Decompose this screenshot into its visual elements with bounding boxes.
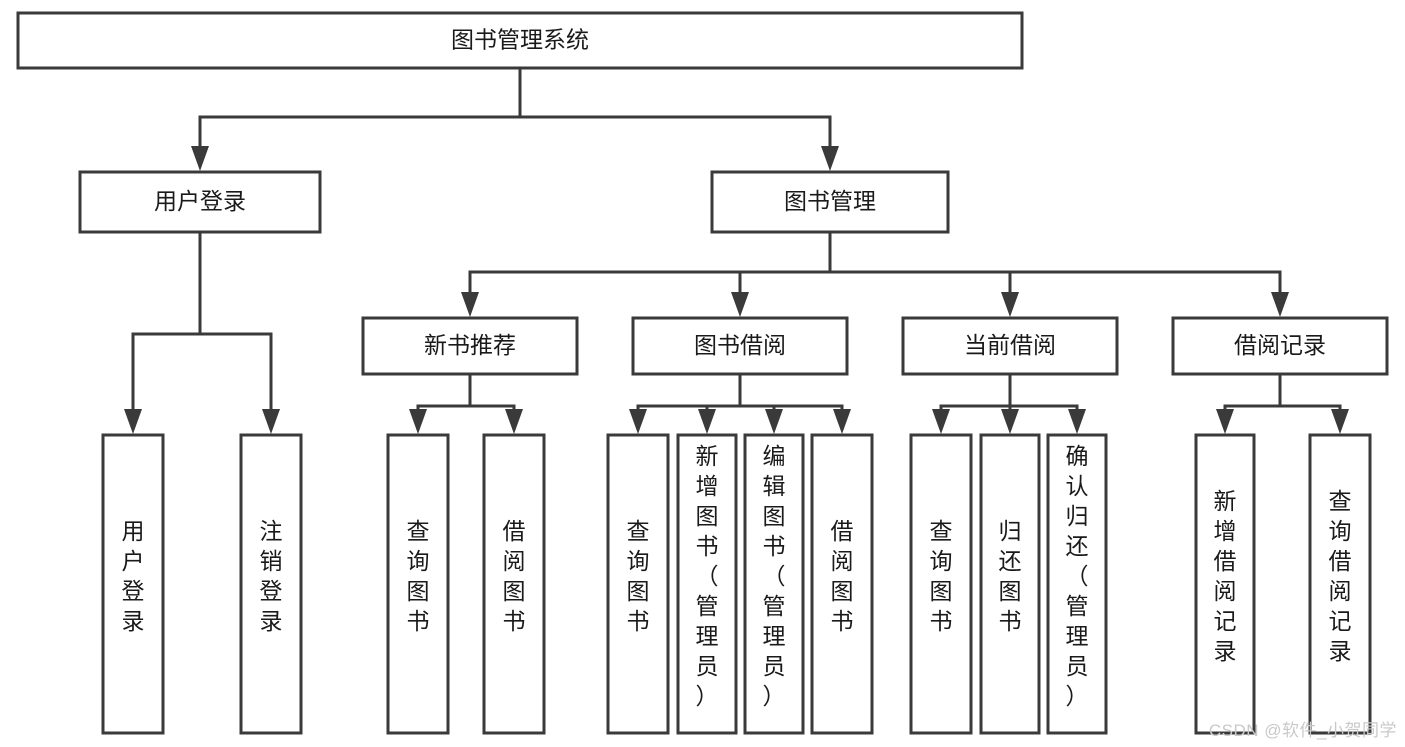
node-leaf_4[interactable]: 查询图书 xyxy=(606,433,670,735)
node-box[interactable] xyxy=(101,433,165,735)
node-leaf_12[interactable]: 查询借阅记录 xyxy=(1308,433,1372,735)
node-leaf_8[interactable]: 查询图书 xyxy=(909,433,973,735)
node-box[interactable] xyxy=(482,433,546,735)
node-leaf_9[interactable]: 归还图书 xyxy=(979,433,1041,735)
node-label: 查询图书 xyxy=(407,518,430,634)
node-label: 新增图书（管理员） xyxy=(696,443,719,709)
node-leaf_6[interactable]: 编辑图书（管理员） xyxy=(743,433,805,735)
node-leaf_2[interactable]: 查询图书 xyxy=(386,433,450,735)
node-box[interactable] xyxy=(810,433,874,735)
arrow-head-icon xyxy=(731,292,749,317)
node-label: 查询借阅记录 xyxy=(1329,488,1352,664)
node-label: 当前借阅 xyxy=(964,332,1056,358)
connector-group-l2_1 xyxy=(461,230,1289,317)
node-box[interactable] xyxy=(1194,433,1256,735)
node-label: 新书推荐 xyxy=(424,332,516,358)
node-leaf_11[interactable]: 新增借阅记录 xyxy=(1194,433,1256,735)
arrow-head-icon xyxy=(1331,409,1349,434)
node-l2_0[interactable]: 用户登录 xyxy=(78,170,322,234)
node-box[interactable] xyxy=(743,433,805,735)
arrow-head-icon xyxy=(765,409,783,434)
node-leaf_5[interactable]: 新增图书（管理员） xyxy=(676,433,738,735)
node-box[interactable] xyxy=(361,316,579,376)
node-box[interactable] xyxy=(909,433,973,735)
arrow-head-icon xyxy=(1001,409,1019,434)
node-layer: 图书管理系统用户登录图书管理新书推荐图书借阅当前借阅借阅记录用户登录注销登录查询… xyxy=(16,11,1389,735)
node-label: 图书管理系统 xyxy=(451,27,589,53)
node-label: 归还图书 xyxy=(999,518,1022,634)
node-box[interactable] xyxy=(16,11,1024,70)
node-label: 确认归还（管理员） xyxy=(1066,443,1089,709)
arrow-head-icon xyxy=(833,409,851,434)
arrow-head-icon xyxy=(821,146,839,171)
arrow-head-icon xyxy=(124,409,142,434)
node-l3_1[interactable]: 图书借阅 xyxy=(631,316,849,376)
connector-group-l3_3 xyxy=(1216,372,1349,434)
arrow-head-icon xyxy=(698,409,716,434)
node-label: 借阅记录 xyxy=(1234,332,1326,358)
node-l3_0[interactable]: 新书推荐 xyxy=(361,316,579,376)
node-box[interactable] xyxy=(78,170,322,234)
node-label: 用户登录 xyxy=(154,188,246,214)
node-l3_3[interactable]: 借阅记录 xyxy=(1171,316,1389,376)
node-label: 用户登录 xyxy=(122,518,145,634)
node-label: 借阅图书 xyxy=(831,518,854,634)
arrow-head-icon xyxy=(505,409,523,434)
node-label: 图书管理 xyxy=(784,188,876,214)
node-leaf_10[interactable]: 确认归还（管理员） xyxy=(1046,433,1108,735)
node-label: 查询图书 xyxy=(627,518,650,634)
connector-group-l3_1 xyxy=(629,372,851,434)
node-box[interactable] xyxy=(606,433,670,735)
node-box[interactable] xyxy=(1308,433,1372,735)
connector-group-l3_0 xyxy=(409,372,523,434)
connector-group-root xyxy=(191,66,839,171)
node-box[interactable] xyxy=(386,433,450,735)
connector-group-l2_0 xyxy=(124,230,280,434)
node-leaf_3[interactable]: 借阅图书 xyxy=(482,433,546,735)
node-box[interactable] xyxy=(979,433,1041,735)
node-root[interactable]: 图书管理系统 xyxy=(16,11,1024,70)
node-box[interactable] xyxy=(676,433,738,735)
arrow-head-icon xyxy=(1271,292,1289,317)
node-label: 新增借阅记录 xyxy=(1214,488,1237,664)
connector-group-l3_2 xyxy=(932,372,1086,434)
node-box[interactable] xyxy=(710,170,950,234)
node-box[interactable] xyxy=(239,433,303,735)
arrow-head-icon xyxy=(461,292,479,317)
node-leaf_7[interactable]: 借阅图书 xyxy=(810,433,874,735)
node-box[interactable] xyxy=(1171,316,1389,376)
node-label: 编辑图书（管理员） xyxy=(763,443,786,709)
node-l3_2[interactable]: 当前借阅 xyxy=(901,316,1119,376)
arrow-head-icon xyxy=(1068,409,1086,434)
node-label: 借阅图书 xyxy=(503,518,526,634)
arrow-head-icon xyxy=(629,409,647,434)
node-leaf_1[interactable]: 注销登录 xyxy=(239,433,303,735)
arrow-head-icon xyxy=(409,409,427,434)
node-box[interactable] xyxy=(901,316,1119,376)
connector-layer xyxy=(124,66,1349,434)
arrow-head-icon xyxy=(1001,292,1019,317)
node-label: 注销登录 xyxy=(260,518,283,634)
arrow-head-icon xyxy=(262,409,280,434)
arrow-head-icon xyxy=(191,146,209,171)
node-box[interactable] xyxy=(1046,433,1108,735)
node-box[interactable] xyxy=(631,316,849,376)
arrow-head-icon xyxy=(932,409,950,434)
node-l2_1[interactable]: 图书管理 xyxy=(710,170,950,234)
arrow-head-icon xyxy=(1216,409,1234,434)
node-label: 图书借阅 xyxy=(694,332,786,358)
node-leaf_0[interactable]: 用户登录 xyxy=(101,433,165,735)
node-label: 查询图书 xyxy=(930,518,953,634)
